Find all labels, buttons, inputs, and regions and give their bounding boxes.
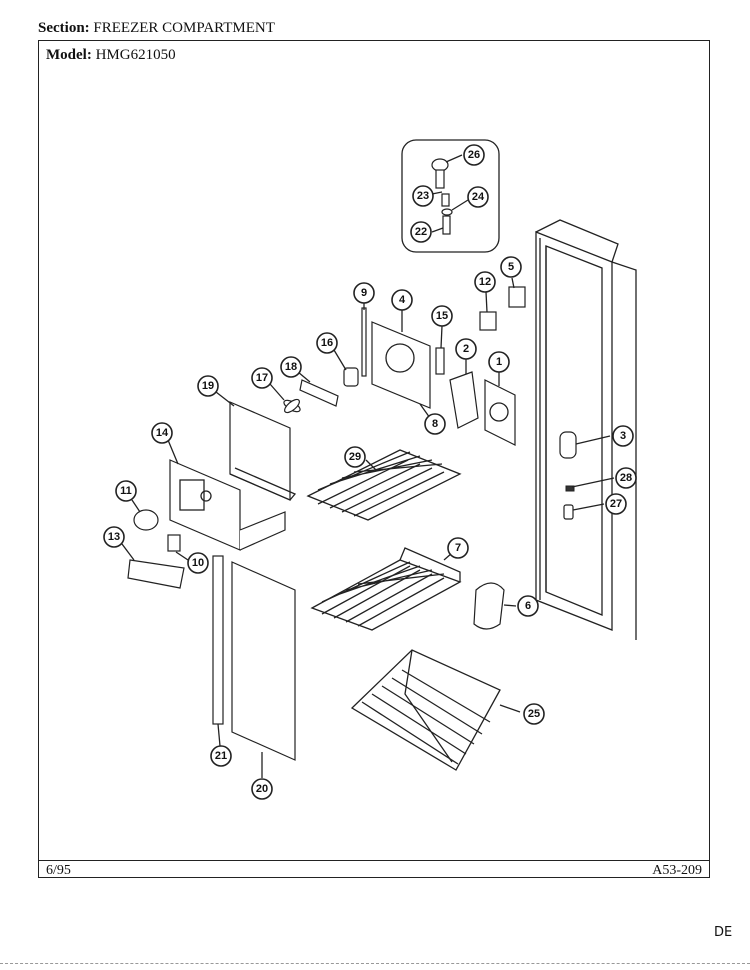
callout-21: 21: [210, 745, 232, 767]
callout-23-label: 23: [417, 190, 429, 202]
inset-detail-box: [401, 139, 500, 253]
part-5-shape: [508, 286, 526, 308]
callout-29: 29: [344, 446, 366, 468]
part-6-shape: [473, 582, 505, 630]
callout-10-label: 10: [192, 557, 204, 569]
callout-22: 22: [410, 221, 432, 243]
callout-4: 4: [391, 289, 413, 311]
callout-28-label: 28: [620, 472, 632, 484]
callout-8: 8: [424, 413, 446, 435]
freezer-cabinet: [535, 219, 637, 640]
footer-date: 6/95: [46, 863, 71, 878]
part-9-shape: [361, 307, 367, 377]
callout-22-label: 22: [415, 226, 427, 238]
callout-7-label: 7: [455, 542, 461, 554]
callout-12-label: 12: [479, 276, 491, 288]
part-25-shape: [350, 649, 521, 771]
callout-18-label: 18: [285, 361, 297, 373]
section-value: FREEZER COMPARTMENT: [93, 20, 275, 36]
callout-3-label: 3: [620, 430, 626, 442]
callout-6: 6: [517, 595, 539, 617]
part-12-shape: [479, 311, 497, 331]
callout-7: 7: [447, 537, 469, 559]
callout-1-label: 1: [496, 356, 502, 368]
part-10-shape: [167, 534, 181, 552]
callout-11: 11: [115, 480, 137, 502]
part-17-shape: [269, 383, 301, 414]
part-15-shape: [435, 347, 445, 375]
callout-24: 24: [467, 186, 489, 208]
handwritten-initials: DE: [714, 925, 733, 940]
callout-25: 25: [523, 703, 545, 725]
part-11-shape: [133, 509, 159, 531]
callout-13: 13: [103, 526, 125, 548]
callout-23: 23: [412, 185, 434, 207]
callout-18: 18: [280, 356, 302, 378]
callout-25-label: 25: [528, 708, 540, 720]
part-19-shape: [229, 401, 291, 501]
diagram-frame: [38, 40, 710, 878]
callout-15-label: 15: [436, 310, 448, 322]
callout-2: 2: [455, 338, 477, 360]
callout-15: 15: [431, 305, 453, 327]
part-13-shape: [127, 559, 185, 589]
callout-6-label: 6: [525, 600, 531, 612]
callout-3: 3: [612, 425, 634, 447]
inset-parts: [431, 154, 469, 235]
callout-24-label: 24: [472, 191, 485, 203]
part-2-shape: [449, 371, 479, 429]
part-1-shape: [484, 379, 516, 446]
model-value: HMG621050: [95, 47, 176, 63]
callout-10: 10: [187, 552, 209, 574]
model-label: Model:: [46, 47, 92, 63]
callout-11-label: 11: [120, 485, 132, 497]
callout-16: 16: [316, 332, 338, 354]
callout-12: 12: [474, 271, 496, 293]
footer-divider: [38, 860, 710, 861]
part-20-shape: [231, 561, 296, 761]
callout-14: 14: [151, 422, 173, 444]
part-7-shape: [310, 547, 462, 631]
callout-8-label: 8: [432, 418, 438, 430]
callout-5: 5: [500, 256, 522, 278]
callout-17: 17: [251, 367, 273, 389]
callout-17-label: 17: [256, 372, 268, 384]
callout-21-label: 21: [215, 750, 227, 762]
callout-19-label: 19: [202, 380, 214, 392]
callout-20: 20: [251, 778, 273, 800]
callout-9: 9: [353, 282, 375, 304]
callout-29-label: 29: [349, 451, 361, 463]
callout-27: 27: [605, 493, 627, 515]
footer-page-code: A53-209: [652, 863, 702, 878]
callout-20-label: 20: [256, 783, 268, 795]
callout-9-label: 9: [361, 287, 367, 299]
callout-19: 19: [197, 375, 219, 397]
part-16-shape: [343, 367, 359, 387]
model-heading: Model: HMG621050: [46, 47, 176, 64]
callout-14-label: 14: [156, 427, 169, 439]
callout-27-label: 27: [610, 498, 622, 510]
callout-5-label: 5: [508, 261, 514, 273]
callout-26-label: 26: [468, 149, 480, 161]
part-29-shape: [306, 449, 462, 521]
part-21-shape: [212, 555, 224, 725]
callout-16-label: 16: [321, 337, 333, 349]
section-heading: Section: FREEZER COMPARTMENT: [38, 20, 275, 37]
section-label: Section:: [38, 20, 90, 36]
part-18-shape: [299, 379, 339, 407]
part-4-shape: [371, 321, 431, 409]
callout-4-label: 4: [399, 294, 406, 306]
page-bottom-edge: [0, 963, 750, 964]
callout-26: 26: [463, 144, 485, 166]
callout-2-label: 2: [463, 343, 469, 355]
callout-1: 1: [488, 351, 510, 373]
callout-13-label: 13: [108, 531, 120, 543]
callout-28: 28: [615, 467, 637, 489]
